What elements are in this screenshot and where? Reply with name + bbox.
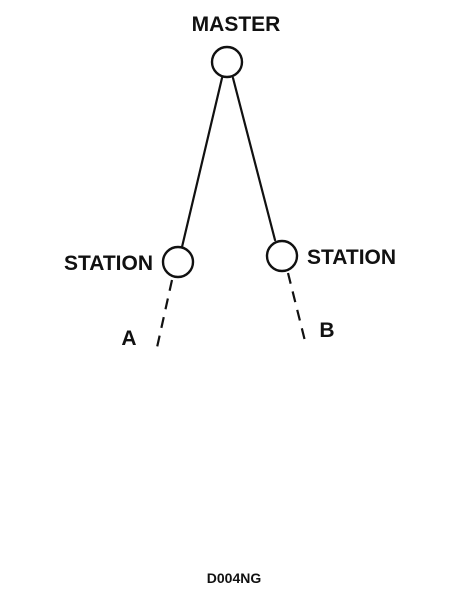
station-a-dashed-link [154,279,174,353]
link-a-label: A [121,327,136,350]
station-b-dashed-link [286,272,308,346]
station-b-label: STATION [307,246,396,269]
master-node [210,45,244,79]
station-b-node [265,239,299,273]
master-label: MASTER [192,13,281,36]
station-a-label: STATION [64,252,153,275]
link-b-label: B [319,319,334,342]
master-to-station-b-line [231,76,277,242]
master-to-station-a-line [180,76,224,249]
station-a-node [161,245,195,279]
figure-code: D004NG [207,570,262,586]
